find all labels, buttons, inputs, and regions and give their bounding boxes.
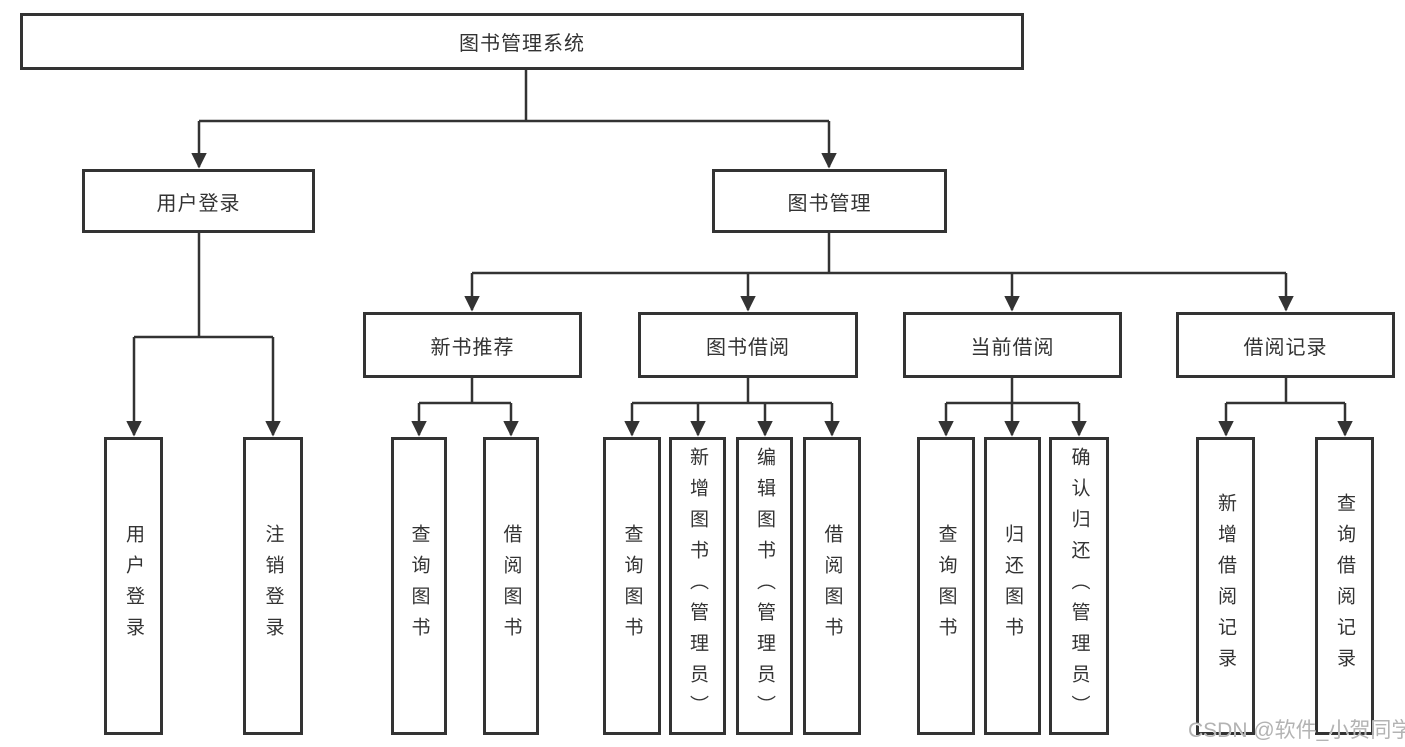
node-leaf-borrow-books: 借阅图书 xyxy=(803,437,861,735)
node-label: 新书推荐 xyxy=(430,336,515,359)
node-book-management-module: 图书管理 xyxy=(712,169,947,233)
node-label: 用户登录 xyxy=(123,524,144,648)
node-label: 图书管理系统 xyxy=(459,33,585,55)
node-label: 查询借阅记录 xyxy=(1334,493,1355,679)
node-leaf-edit-books-admin: 编辑图书（管理员） xyxy=(736,437,793,735)
node-new-book-recommendation: 新书推荐 xyxy=(363,312,582,378)
node-book-borrowing: 图书借阅 xyxy=(638,312,858,378)
node-leaf-return-books: 归还图书 xyxy=(984,437,1041,735)
node-label: 新增借阅记录 xyxy=(1215,493,1236,679)
node-current-borrowing: 当前借阅 xyxy=(903,312,1122,378)
node-label: 查询图书 xyxy=(935,524,957,648)
node-leaf-query-books-recommend: 查询图书 xyxy=(391,437,447,735)
node-leaf-logout: 注销登录 xyxy=(243,437,303,735)
node-label: 查询图书 xyxy=(621,524,643,648)
node-leaf-confirm-return-admin: 确认归还（管理员） xyxy=(1049,437,1109,735)
node-label: 借阅记录 xyxy=(1243,336,1328,359)
node-leaf-query-books-current: 查询图书 xyxy=(917,437,975,735)
node-label: 借阅图书 xyxy=(500,524,522,648)
node-label: 借阅图书 xyxy=(821,524,843,648)
node-leaf-query-borrow-record: 查询借阅记录 xyxy=(1315,437,1374,735)
node-root-library-management-system: 图书管理系统 xyxy=(20,13,1024,70)
node-label: 编辑图书（管理员） xyxy=(754,446,775,726)
node-leaf-user-login: 用户登录 xyxy=(104,437,163,735)
node-leaf-query-books-borrow: 查询图书 xyxy=(603,437,661,735)
node-label: 用户登录 xyxy=(156,192,241,215)
node-label: 注销登录 xyxy=(262,524,284,648)
node-label: 图书管理 xyxy=(787,192,872,215)
node-label: 确认归还（管理员） xyxy=(1068,446,1090,726)
node-label: 新增图书（管理员） xyxy=(687,446,708,726)
node-label: 查询图书 xyxy=(408,524,430,648)
node-borrowing-records: 借阅记录 xyxy=(1176,312,1395,378)
csdn-watermark: CSDN @软件_小贺同学 xyxy=(1188,719,1405,742)
node-leaf-add-books-admin: 新增图书（管理员） xyxy=(669,437,726,735)
node-label: 归还图书 xyxy=(1002,524,1023,648)
node-label: 图书借阅 xyxy=(706,336,790,359)
node-leaf-borrow-books-recommend: 借阅图书 xyxy=(483,437,539,735)
node-leaf-add-borrow-record: 新增借阅记录 xyxy=(1196,437,1255,735)
node-label: 当前借阅 xyxy=(970,336,1055,359)
node-user-login-module: 用户登录 xyxy=(82,169,315,233)
